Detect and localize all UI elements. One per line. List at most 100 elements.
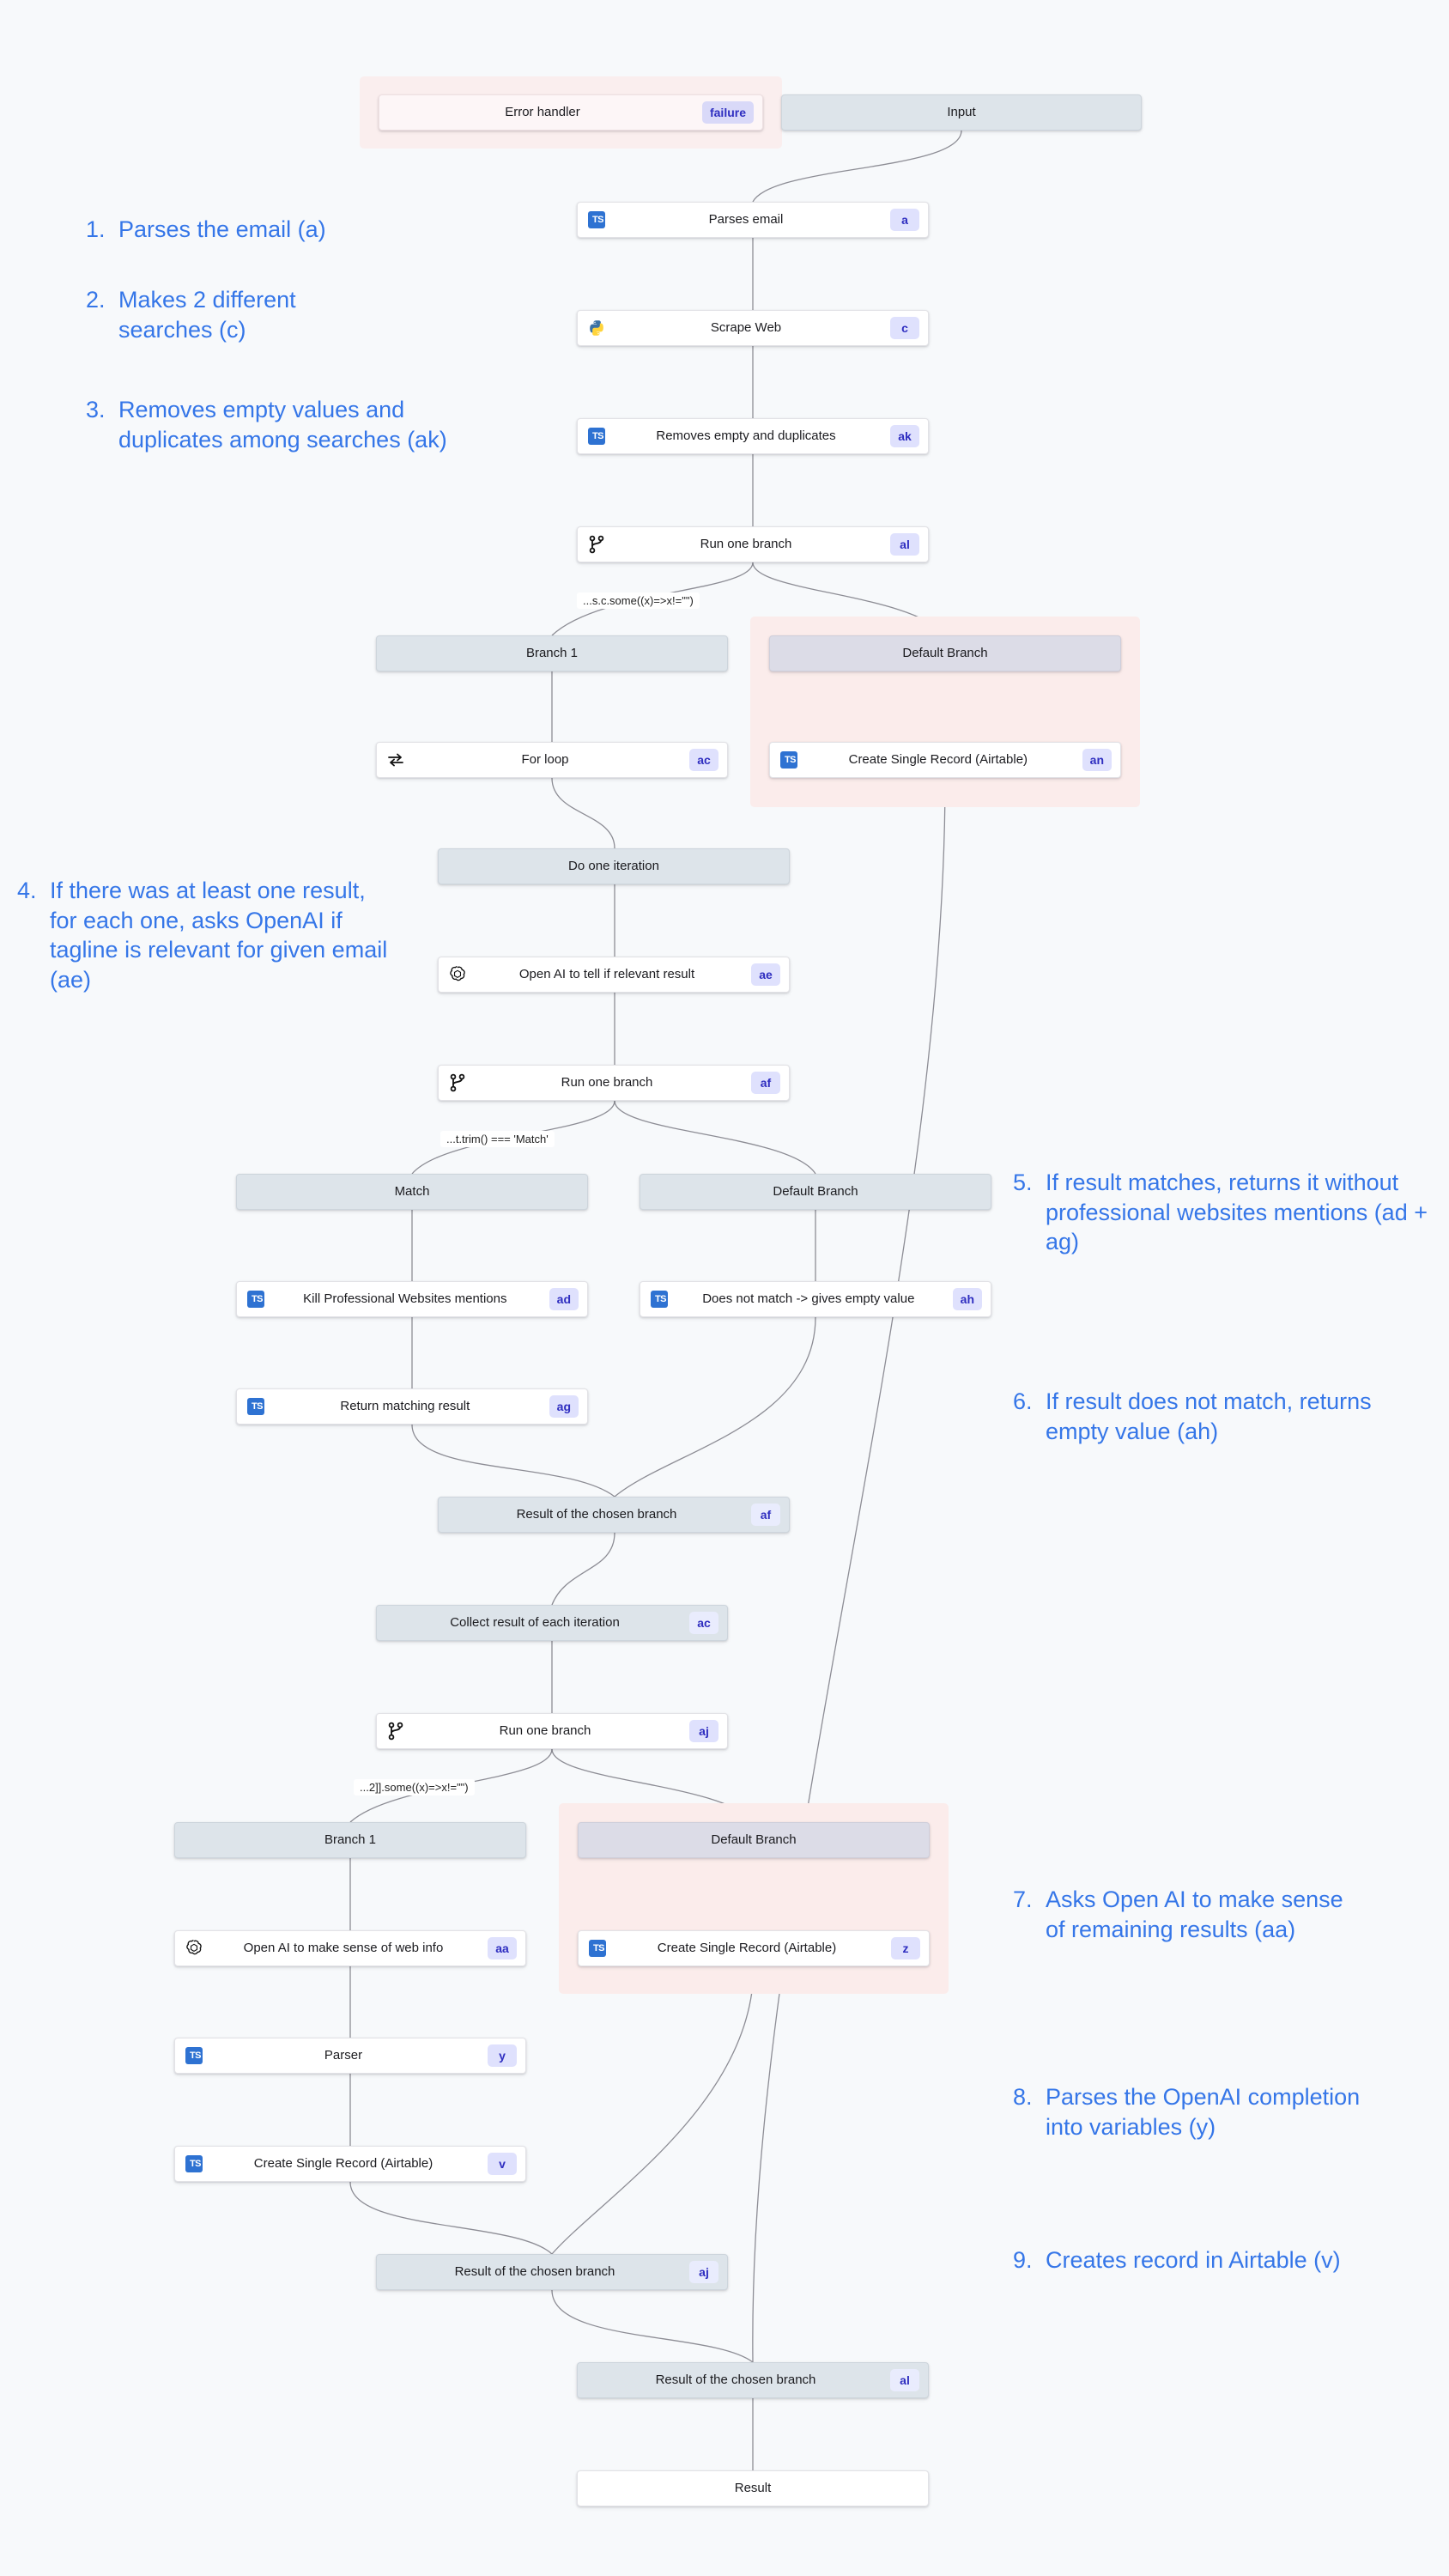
openai-icon-glyph [450,966,465,981]
node-ae[interactable]: Open AI to tell if relevant result ae [438,957,790,993]
node-aj_result[interactable]: Result of the chosen branch aj [376,2254,728,2290]
typescript-icon-glyph: TS [651,1291,668,1308]
annotation-7: 7.Asks Open AI to make sense of remainin… [1013,1885,1356,1944]
branch-icon [447,1072,468,1093]
node-default_bot[interactable]: Default Branch [578,1822,930,1858]
annotation-number: 1. [86,216,106,242]
node-badge: ac [689,1612,718,1634]
node-branch1_top[interactable]: Branch 1 [376,635,728,671]
node-label: Collect result of each iteration [450,1615,620,1630]
node-badge: al [890,533,919,556]
node-input[interactable]: Input [781,94,1142,131]
node-label: Kill Professional Websites mentions [303,1291,507,1306]
condition-label-cond_aj: ...2]].some((x)=>x!="") [354,1779,475,1795]
annotation-text: Asks Open AI to make sense of remaining … [1046,1886,1343,1942]
typescript-icon: TS [587,1938,608,1959]
typescript-icon: TS [586,210,607,230]
edge-e-af-defaultmid [614,1100,816,1175]
typescript-icon: TS [184,2045,204,2066]
node-badge: ad [549,1288,579,1310]
node-label: Open AI to tell if relevant result [518,967,695,981]
node-label: Parser [324,2048,363,2063]
loop-icon-glyph [388,753,403,767]
annotation-1: 1.Parses the email (a) [86,215,446,245]
node-label: Run one branch [561,1075,653,1090]
node-label: Result of the chosen branch [454,2264,615,2279]
annotation-5: 5.If result matches, returns it without … [1013,1168,1434,1257]
edge-e-ag-afres [411,1424,615,1498]
annotation-3: 3. Removes empty values and duplicates am… [86,395,506,454]
node-ac_collect[interactable]: Collect result of each iteration ac [376,1605,728,1641]
node-badge: y [488,2044,517,2067]
typescript-icon: TS [649,1289,670,1309]
node-y[interactable]: TS Parser y [174,2038,526,2074]
node-default_top[interactable]: Default Branch [769,635,1121,671]
node-z[interactable]: TS Create Single Record (Airtable) z [578,1930,930,1966]
annotation-8: 8.Parses the OpenAI completion into vari… [1013,2082,1373,2142]
node-badge: z [891,1937,920,1959]
annotation-number: 4. [17,878,37,903]
branch-icon-glyph [589,535,604,554]
annotation-text: Removes empty values and duplicates amon… [118,397,447,453]
node-match[interactable]: Match [236,1174,588,1210]
edge-e-v-ajres [349,2181,553,2255]
annotation-6: 6.If result does not match, returns empt… [1013,1387,1416,1446]
condition-label-cond_al: ...s.c.some((x)=>x!="") [577,592,700,609]
node-label: Create Single Record (Airtable) [253,2156,433,2171]
node-default_mid[interactable]: Default Branch [640,1174,991,1210]
annotation-2: 2.Makes 2 different searches (c) [86,285,378,344]
node-badge: ac [689,749,718,771]
node-label: Create Single Record (Airtable) [657,1941,837,1955]
node-badge: aj [689,2261,718,2283]
annotation-number: 6. [1013,1388,1033,1414]
edge-e-ah-afres [614,1316,816,1498]
python-icon [586,318,607,338]
edge-e-an-alres [752,777,946,2363]
annotation-number: 9. [1013,2247,1033,2273]
annotation-9: 9. Creates record in Airtable (v) [1013,2245,1356,2275]
node-label: Default Branch [773,1184,858,1199]
node-badge: ae [751,963,780,986]
edge-e-afres-accollect [551,1532,615,1606]
annotation-number: 2. [86,287,106,313]
annotation-text: Creates record in Airtable (v) [1046,2247,1341,2273]
openai-icon [447,964,468,985]
node-branch1_bot[interactable]: Branch 1 [174,1822,526,1858]
node-ad[interactable]: TS Kill Professional Websites mentions ad [236,1281,588,1317]
typescript-icon-glyph: TS [185,2155,203,2172]
annotation-4: 4.If there was at least one result, for … [17,876,395,994]
branch-icon-glyph [388,1722,403,1741]
node-label: Return matching result [340,1399,470,1413]
node-badge: aa [488,1937,517,1959]
node-result[interactable]: Result [577,2470,929,2506]
annotation-text: Parses the OpenAI completion into variab… [1046,2084,1361,2140]
annotation-number: 3. [86,397,106,422]
typescript-icon: TS [246,1289,266,1309]
node-label: Default Branch [711,1832,797,1847]
node-badge: al [890,2369,919,2391]
condition-label-cond_af: ...t.trim() === 'Match' [440,1131,555,1147]
loop-icon [385,750,406,770]
node-label: Removes empty and duplicates [656,428,836,443]
typescript-icon-glyph: TS [589,1940,606,1957]
typescript-icon: TS [246,1396,266,1417]
annotation-text: If result matches, returns it without pr… [1046,1170,1428,1255]
python-icon-glyph [590,320,603,336]
node-do_one_iter[interactable]: Do one iteration [438,848,790,884]
typescript-icon-glyph: TS [185,2047,203,2064]
